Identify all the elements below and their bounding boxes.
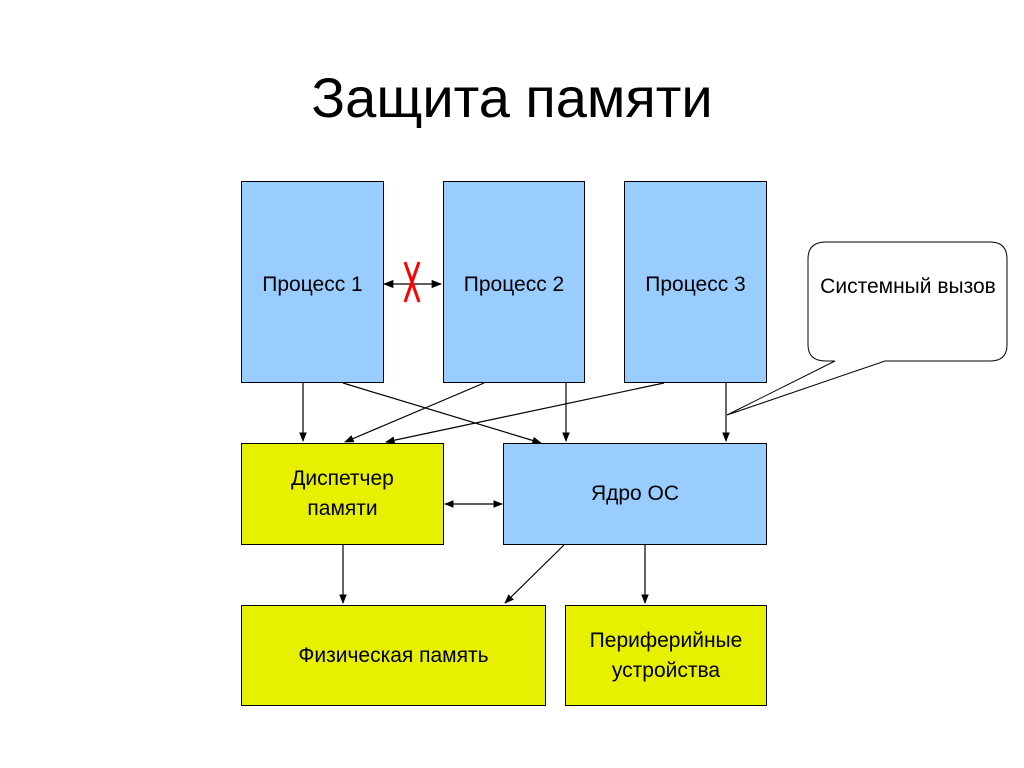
- kernel-label: Ядро ОС: [590, 482, 680, 505]
- blocked-cross-mark: [403, 261, 421, 303]
- process-2-box: Процесс 2: [443, 181, 585, 383]
- memory-manager-box: Диспетчер памяти: [241, 443, 444, 545]
- arrow-kernel-to-physical-memory: [504, 544, 565, 604]
- memory-manager-label: Диспетчер памяти: [291, 467, 394, 520]
- process-1-box: Процесс 1: [241, 181, 384, 383]
- arrow-process1-to-kernel: [342, 382, 542, 445]
- physical-memory-box: Физическая память: [241, 605, 546, 706]
- arrow-process2-to-memory-manager: [344, 382, 485, 443]
- page-title: Защита памяти: [311, 66, 713, 129]
- process-3-box: Процесс 3: [624, 181, 767, 383]
- process-2-label: Процесс 2: [463, 273, 565, 296]
- process-3-label: Процесс 3: [645, 273, 746, 296]
- process-1-label: Процесс 1: [262, 273, 363, 296]
- syscall-callout: [726, 241, 1008, 416]
- peripherals-box: Периферийные устройства: [565, 605, 767, 706]
- syscall-label: Системный вызов: [820, 275, 996, 298]
- kernel-box: Ядро ОС: [503, 443, 767, 545]
- peripherals-label: Периферийные устройства: [589, 628, 743, 682]
- arrow-process3-to-memory-manager: [385, 382, 665, 444]
- physical-memory-label: Физическая память: [298, 643, 489, 667]
